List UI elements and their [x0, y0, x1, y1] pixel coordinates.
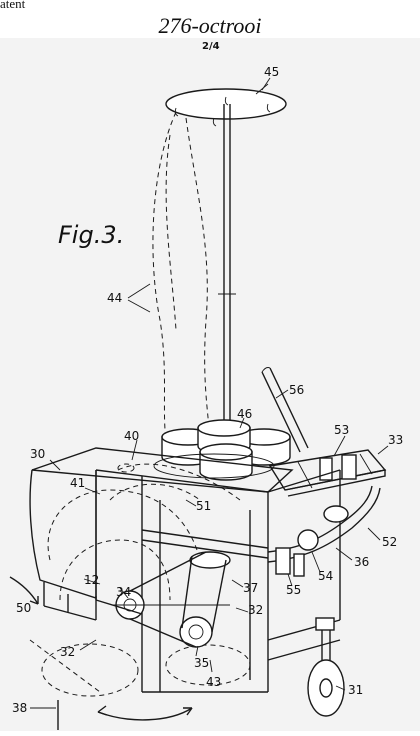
tray-platform	[268, 449, 387, 497]
central-pole	[218, 104, 236, 445]
ref-54: 54	[318, 569, 333, 583]
ref-44: 44	[107, 291, 122, 305]
ref-35: 35	[194, 656, 209, 670]
ref-38: 38	[12, 701, 27, 715]
ref-41: 41	[70, 476, 85, 490]
ref-53: 53	[334, 423, 349, 437]
ref-45: 45	[264, 65, 279, 79]
ref-52: 52	[382, 535, 397, 549]
figure-label: Fig.3.	[58, 221, 124, 249]
leader-lines	[30, 77, 389, 709]
ref-36: 36	[354, 555, 369, 569]
ref-34: 34	[116, 585, 131, 599]
header-corner-text: atent	[0, 0, 26, 11]
patent-drawing-sheet: 2/4 Fig.3.	[0, 38, 420, 731]
page-title: 276-octrooi	[158, 13, 262, 38]
ref-50: 50	[16, 601, 31, 615]
base-frame	[43, 582, 143, 621]
reference-numerals: 45 44 46 56 53 33 30 40 41 51 52 36 54 5…	[12, 65, 403, 715]
ref-56: 56	[289, 383, 304, 397]
swing-arrow	[57, 700, 193, 730]
ref-40: 40	[124, 429, 139, 443]
ref-31: 31	[348, 683, 363, 697]
ref-30: 30	[30, 447, 45, 461]
top-disc	[165, 83, 287, 127]
ref-12: 12	[84, 573, 99, 587]
ref-43: 43	[206, 675, 221, 689]
patent-drawing: 2/4 Fig.3.	[9, 41, 403, 730]
dashed-product-strands	[127, 111, 211, 441]
ref-32-right: 32	[248, 603, 263, 617]
page-header: atent 276-octrooi	[0, 0, 420, 38]
piping	[267, 485, 381, 577]
ref-33: 33	[388, 433, 403, 447]
spindle-hub	[109, 453, 275, 501]
castor-wheel	[307, 617, 345, 717]
belt-drive	[112, 551, 231, 648]
blower-volute	[29, 489, 251, 697]
ref-32-left: 32	[60, 645, 75, 659]
ref-46: 46	[237, 407, 252, 421]
tilt-handle	[261, 367, 309, 453]
ref-51: 51	[196, 499, 211, 513]
ref-37: 37	[243, 581, 258, 595]
sheet-number: 2/4	[202, 41, 220, 52]
ref-55: 55	[286, 583, 301, 597]
cup-group	[161, 419, 291, 481]
inlet-arrow	[9, 576, 39, 605]
